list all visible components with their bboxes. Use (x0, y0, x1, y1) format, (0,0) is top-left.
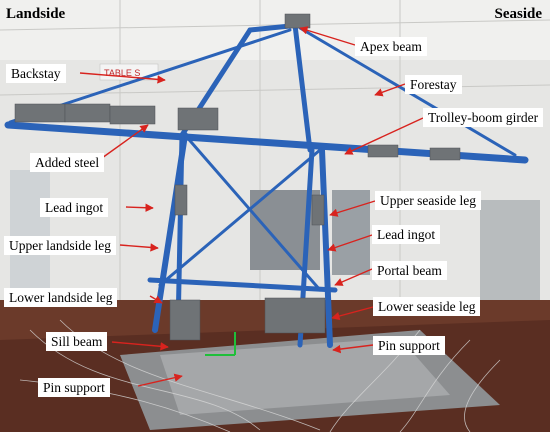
label-lower-landside-leg: Lower landside leg (4, 288, 118, 307)
label-backstay: Backstay (6, 64, 66, 83)
label-forestay: Forestay (405, 75, 462, 94)
label-upper-landside-leg: Upper landside leg (4, 236, 116, 255)
landside-heading: Landside (6, 6, 66, 22)
label-trolley-boom-girder: Trolley-boom girder (423, 108, 544, 127)
label-pin-support-left: Pin support (38, 378, 110, 397)
seaside-heading: Seaside (494, 6, 542, 22)
label-sill-beam: Sill beam (46, 332, 108, 351)
label-added-steel: Added steel (30, 153, 105, 172)
label-lead-ingot-left: Lead ingot (40, 198, 109, 217)
background-sign-text: TABLE S (104, 68, 140, 78)
label-pin-support-right: Pin support (373, 336, 445, 355)
label-apex-beam: Apex beam (355, 37, 427, 56)
label-upper-seaside-leg: Upper seaside leg (375, 191, 481, 210)
label-lead-ingot-right: Lead ingot (372, 225, 441, 244)
label-lower-seaside-leg: Lower seaside leg (373, 297, 481, 316)
label-portal-beam: Portal beam (372, 261, 447, 280)
